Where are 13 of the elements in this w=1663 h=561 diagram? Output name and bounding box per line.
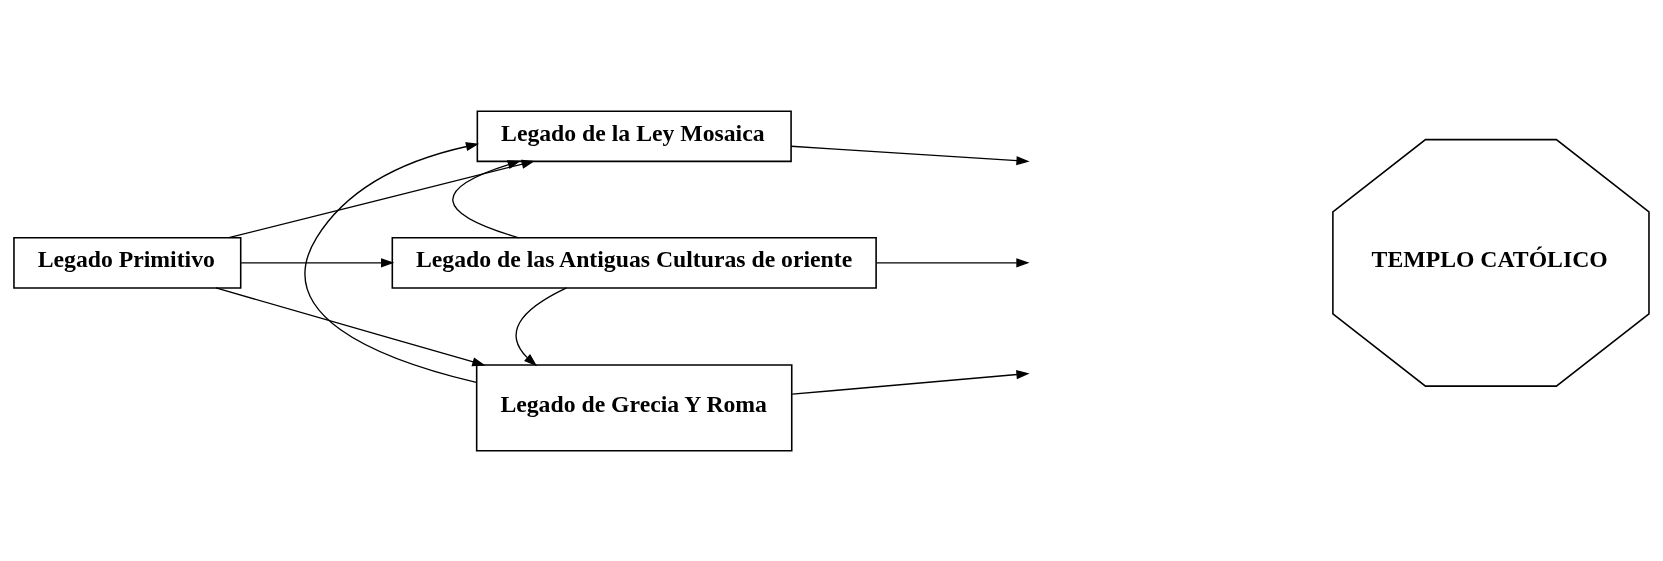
arrow <box>215 286 486 366</box>
arrow <box>452 159 521 238</box>
arrow <box>876 257 1030 267</box>
arrow <box>304 141 480 383</box>
node-box: Legado Primitivo <box>13 236 242 289</box>
arrow <box>240 257 395 267</box>
node-box: Legado de Grecia Y Roma <box>475 363 793 452</box>
node-box: Legado de las Antiguas Culturas de oriente <box>391 236 877 289</box>
arrow <box>791 369 1030 395</box>
arrow <box>228 159 535 238</box>
node-box: Legado de la Ley Mosaica <box>476 109 792 162</box>
arrow <box>515 286 568 366</box>
arrow <box>790 145 1030 165</box>
